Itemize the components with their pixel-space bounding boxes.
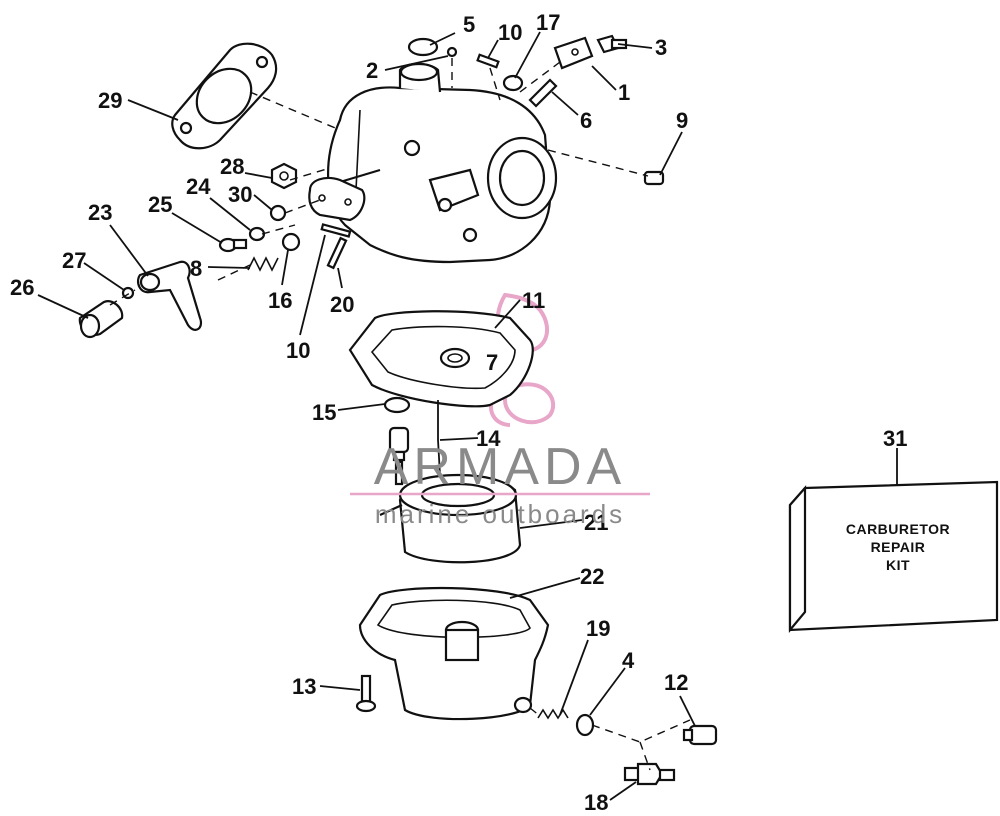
kit-label-line1: CARBURETOR: [846, 521, 950, 537]
plug-9: [643, 170, 665, 186]
lever-23: [136, 260, 203, 331]
watermark: ARMADA marine outboards: [350, 438, 650, 529]
bushing-26: [78, 300, 124, 339]
washer-16: [281, 232, 301, 252]
callout-14: 14: [476, 426, 501, 451]
callout-labels: 5 2 10 17 3 1 6 9 29 28 30 24 25 23 27 2…: [10, 10, 907, 815]
washer-24: [248, 226, 266, 242]
screw-25: [218, 237, 248, 253]
watermark-brand: ARMADA: [374, 438, 626, 496]
callout-23: 23: [88, 200, 112, 225]
callout-30: 30: [228, 182, 252, 207]
callout-18: 18: [584, 790, 608, 815]
leader-14-bracket: [437, 400, 441, 476]
callout-2: 2: [366, 58, 378, 83]
spring-8: [247, 256, 279, 272]
callout-5: 5: [463, 12, 475, 37]
callout-7: 7: [486, 350, 498, 375]
ring-15: [383, 396, 411, 414]
callout-29: 29: [98, 88, 122, 113]
callout-8: 8: [190, 256, 202, 281]
callout-24: 24: [186, 174, 211, 199]
needle-seat-14: [388, 426, 410, 486]
watermark-tagline: marine outboards: [375, 499, 625, 529]
spring-19: [537, 708, 569, 720]
callout-19: 19: [586, 616, 610, 641]
repair-kit-box-31: CARBURETOR REPAIR KIT: [788, 480, 999, 634]
plug-5: [407, 37, 439, 57]
alignment-lines: [109, 58, 691, 771]
ball-2: [446, 46, 458, 58]
callout-15: 15: [312, 400, 336, 425]
callout-9: 9: [676, 108, 688, 133]
callout-1: 1: [618, 80, 630, 105]
callout-12: 12: [664, 670, 688, 695]
callout-26: 26: [10, 275, 34, 300]
callout-31: 31: [883, 426, 907, 451]
callout-16: 16: [268, 288, 292, 313]
callout-11: 11: [522, 288, 545, 313]
flange-gasket-29: [171, 42, 278, 150]
float-bowl-22: [358, 586, 550, 721]
bracket-1: [553, 36, 594, 70]
callout-22: 22: [580, 564, 604, 589]
pin-10-lower: [320, 223, 352, 238]
callout-25: 25: [148, 192, 172, 217]
screw-20: [326, 236, 348, 270]
washer-4: [575, 713, 595, 737]
leader-lines: [37, 31, 898, 801]
seal-7: [439, 347, 471, 369]
nut-28: [270, 162, 298, 190]
washer-17: [502, 74, 524, 92]
callout-28: 28: [220, 154, 244, 179]
callout-6: 6: [580, 108, 592, 133]
callout-10-top: 10: [498, 20, 522, 45]
callout-4: 4: [622, 648, 635, 673]
screw-13: [355, 674, 377, 713]
lockwasher-30: [269, 204, 287, 222]
callout-10-lower: 10: [286, 338, 310, 363]
fitting-18: [623, 762, 676, 786]
callout-17: 17: [536, 10, 560, 35]
needle-6: [528, 78, 558, 108]
screw-12: [682, 724, 718, 746]
throttle-shaft-plate: [308, 176, 366, 222]
pin-10-top: [476, 53, 500, 69]
callout-21: 21: [584, 510, 608, 535]
kit-label-line3: KIT: [886, 557, 910, 573]
callout-3: 3: [655, 35, 667, 60]
kit-label-line2: REPAIR: [871, 539, 926, 555]
callout-27: 27: [62, 248, 86, 273]
callout-20: 20: [330, 292, 354, 317]
callout-13: 13: [292, 674, 316, 699]
carburetor-body: [326, 62, 558, 264]
